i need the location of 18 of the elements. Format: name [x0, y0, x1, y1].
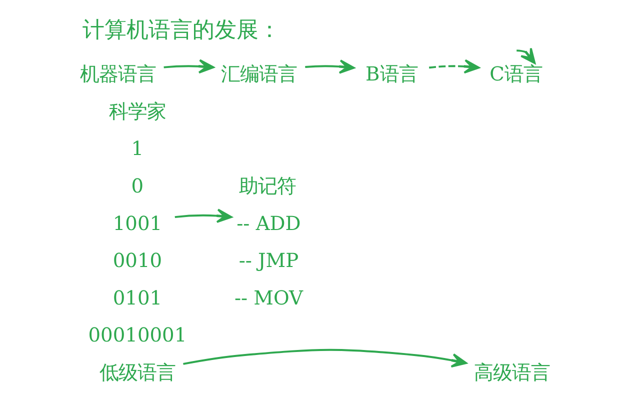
label: 00010001	[88, 324, 187, 347]
node-text: 汇编语言	[221, 62, 298, 86]
label: 0	[131, 174, 144, 198]
label: -- JMP	[238, 249, 299, 272]
node-text: 机器语言	[80, 62, 156, 86]
label: 1	[131, 137, 144, 160]
label: 科学家	[108, 100, 166, 123]
node-text: C语言	[490, 62, 542, 86]
node-text: -- ADD	[236, 212, 301, 235]
node-text: 低级语言	[99, 361, 176, 384]
node-text: 高级语言	[474, 361, 550, 384]
label: -- MOV	[234, 286, 303, 310]
label: 0010	[112, 249, 162, 272]
label: 助记符	[238, 174, 296, 198]
label: 0101	[112, 286, 162, 310]
node-text: B语言	[366, 62, 418, 86]
diagram-title: 计算机语言的发展：	[82, 16, 281, 43]
node-text: 1001	[112, 212, 162, 235]
